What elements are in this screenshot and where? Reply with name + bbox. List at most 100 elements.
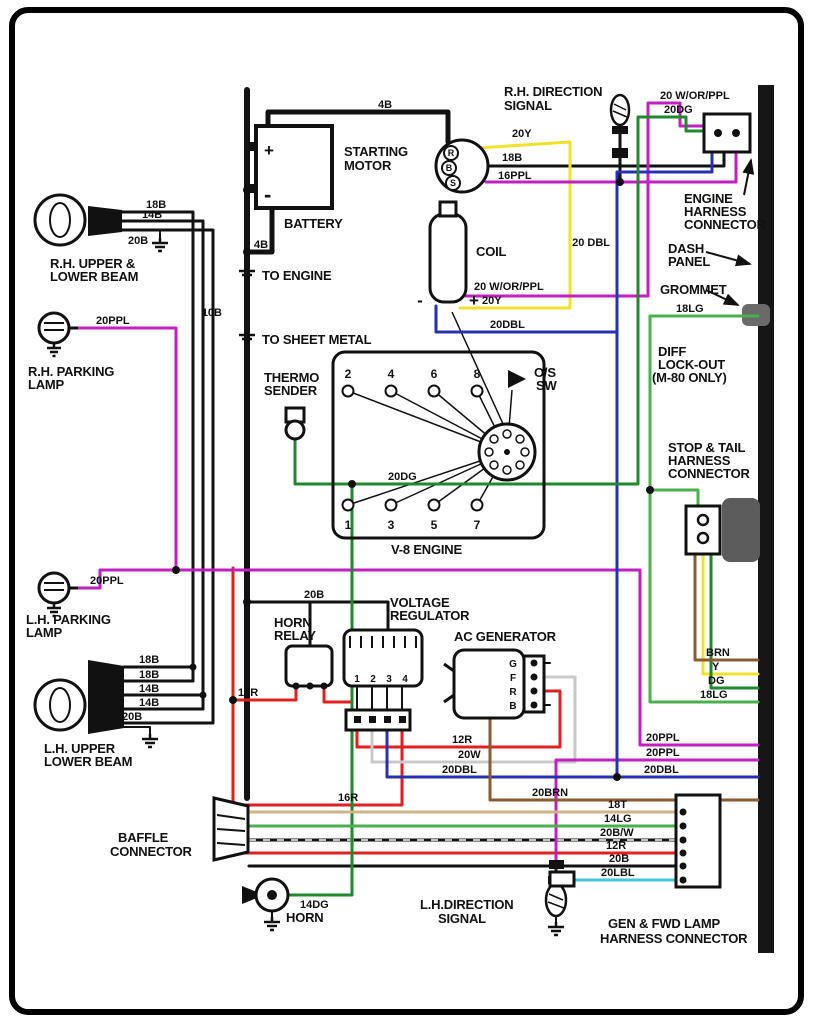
- wire-label-top-20dg: 20DG: [664, 104, 693, 116]
- generator-terminal-r: R: [509, 687, 517, 698]
- engine-harness-label-3: CONNECTOR: [684, 217, 767, 232]
- lh-headlamp-symbol: [33, 660, 124, 734]
- wire-label-right-20dbl: 20DBL: [644, 764, 679, 776]
- regulator-terminal-2: 2: [370, 674, 376, 685]
- lbl-plug-symbol: [548, 870, 576, 888]
- wire-label-coil-worppl: 20 W/OR/PPL: [474, 281, 544, 293]
- wire-label-20brn: 20BRN: [532, 787, 568, 799]
- regulator-terminal-4: 4: [402, 674, 408, 685]
- cylinder-3: 3: [388, 518, 395, 532]
- wire-14dg-horn: [286, 482, 354, 897]
- wire-lh-ground-stub: [123, 726, 151, 735]
- coil-symbol: - +: [417, 200, 479, 310]
- component-labels: STARTING MOTOR BATTERY TO ENGINE TO SHEE…: [26, 84, 767, 946]
- engine-harness-label-2: HARNESS: [684, 204, 747, 219]
- starting-motor-label-2: MOTOR: [344, 158, 392, 173]
- baffle-connector-label-2: CONNECTOR: [110, 844, 193, 859]
- voltage-regulator-label-2: REGULATOR: [390, 608, 470, 623]
- cylinder-2: 2: [345, 367, 352, 381]
- lh-parking-label-2: LAMP: [26, 625, 63, 640]
- cylinder-8: 8: [474, 367, 481, 381]
- rh-direction-bulb: [609, 93, 631, 158]
- wire-label-18b-starter: 18B: [502, 152, 522, 164]
- gen-fwd-connector-symbol: [674, 793, 722, 889]
- wire-label-lh-18b-2: 18B: [139, 669, 159, 681]
- coil-label: COIL: [476, 244, 507, 259]
- wires: [76, 87, 760, 918]
- wire-label-14lg: 14LG: [604, 813, 632, 825]
- rh-direction-label-2: SIGNAL: [504, 98, 552, 113]
- battery-symbol: + -: [249, 124, 334, 210]
- wire-label-20bw: 20B/W: [600, 827, 634, 839]
- wire-20dbl-main: [615, 150, 760, 779]
- stop-tail-label-2: HARNESS: [668, 453, 731, 468]
- wire-label-4b-bottom: 4B: [254, 239, 268, 251]
- generator-terminal-b: B: [509, 701, 516, 712]
- wire-20w: [370, 675, 577, 764]
- wire-label-relay-20b: 20B: [304, 589, 324, 601]
- wire-relay-feed-20b: [245, 600, 390, 632]
- lh-direction-label-2: SIGNAL: [438, 911, 486, 926]
- wire-label-18t: 18T: [608, 799, 627, 811]
- coil-plus-terminal: +: [469, 291, 479, 310]
- dash-panel-label-1: DASH: [668, 241, 704, 256]
- starting-motor-symbol: R B S: [434, 138, 490, 194]
- wire-label-lh-14b-1: 14B: [139, 683, 159, 695]
- wire-label-tail-dg: DG: [708, 675, 725, 687]
- generator-terminal-f: F: [510, 673, 516, 684]
- horn-label: HORN: [286, 910, 323, 925]
- stop-tail-grommet: [722, 498, 760, 562]
- wire-rh-beam-18b: [120, 210, 195, 683]
- regulator-terminal-1: 1: [354, 674, 360, 685]
- wire-20brn: [488, 716, 760, 802]
- wire-starter-18b: [486, 150, 726, 168]
- wire-16ppl: [484, 150, 738, 184]
- baffle-connector-symbol: [212, 796, 250, 862]
- wire-label-20dbl-mid: 20 DBL: [572, 237, 610, 249]
- os-switch-symbol: [508, 370, 526, 388]
- wire-label-lh-14b-2: 14B: [139, 697, 159, 709]
- voltage-regulator-label-1: VOLTAGE: [390, 595, 450, 610]
- wire-label-10b: 10B: [202, 307, 222, 319]
- wire-12r-generator: [355, 689, 562, 749]
- wire-label-coil-20dbl: 20DBL: [490, 319, 525, 331]
- wire-label-coil-20y: 20Y: [482, 295, 502, 307]
- dash-panel-arrow: [705, 251, 752, 267]
- diff-lockout-label-3: (M-80 ONLY): [652, 370, 727, 385]
- baffle-connector-label-1: BAFFLE: [118, 830, 169, 845]
- os-sw-label-1: O/S: [534, 365, 556, 380]
- dash-panel-label-2: PANEL: [668, 254, 710, 269]
- regulator-terminal-3: 3: [386, 674, 392, 685]
- rh-parking-label-1: R.H. PARKING: [28, 364, 114, 379]
- wire-label-16r: 16R: [338, 792, 358, 804]
- lh-parking-label-1: L.H. PARKING: [26, 612, 111, 627]
- rh-beam-label-2: LOWER BEAM: [50, 269, 138, 284]
- wire-label-14dg: 14DG: [300, 899, 329, 911]
- generator-terminal-g: G: [509, 659, 517, 670]
- diff-lockout-label-1: DIFF: [658, 344, 686, 359]
- wire-label-lh-18b-1: 18B: [139, 654, 159, 666]
- wire-label-top-worppl: 20 W/OR/PPL: [660, 90, 730, 102]
- ac-generator-label: AC GENERATOR: [454, 629, 557, 644]
- components: + - R B S - +: [33, 93, 755, 922]
- horn-relay-label-2: RELAY: [274, 628, 316, 643]
- engine-harness-pointer: [742, 158, 755, 196]
- thermo-sender-symbol: [284, 406, 306, 441]
- wire-20y-starter-coil: [458, 140, 572, 310]
- wire-lh-direction-20ppl: [554, 758, 760, 870]
- horn-relay-symbol: [284, 644, 334, 690]
- battery-label: BATTERY: [284, 216, 343, 231]
- wire-label-tail-y: Y: [712, 661, 720, 673]
- wire-20dbl-coil: [434, 304, 619, 334]
- thermo-sender-label-2: SENDER: [264, 383, 318, 398]
- wire-label-10r: 10R: [238, 687, 258, 699]
- wire-label-20y-starter: 20Y: [512, 128, 532, 140]
- wire-18lg-main: [648, 314, 760, 704]
- to-engine-label: TO ENGINE: [262, 268, 332, 283]
- rh-direction-label-1: R.H. DIRECTION: [504, 84, 602, 99]
- wire-rh-park-20ppl: [76, 326, 178, 572]
- to-sheet-metal-label: TO SHEET METAL: [262, 332, 372, 347]
- wire-tail-yellow: [701, 552, 760, 676]
- wire-battery-4b-starter: [265, 109, 451, 145]
